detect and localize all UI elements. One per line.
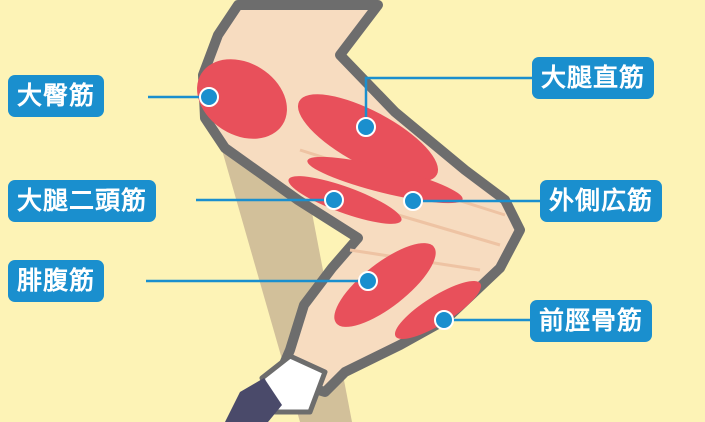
- label-tibialis-anterior: 前脛骨筋: [530, 300, 652, 342]
- label-gastrocnemius: 腓腹筋: [8, 260, 104, 302]
- label-gluteus: 大臀筋: [8, 75, 104, 117]
- label-vastus-lateralis: 外側広筋: [540, 180, 662, 222]
- marker-dot-tibialis-anterior: [435, 311, 453, 329]
- marker-dot-vastus-lateralis: [404, 192, 422, 210]
- marker-dot-rectus-femoris: [357, 118, 375, 136]
- label-rectus-femoris: 大腿直筋: [532, 57, 654, 99]
- marker-dot-gastrocnemius: [359, 272, 377, 290]
- label-biceps-femoris: 大腿二頭筋: [8, 180, 156, 222]
- marker-dot-biceps-femoris: [325, 191, 343, 209]
- marker-dot-gluteus: [200, 88, 218, 106]
